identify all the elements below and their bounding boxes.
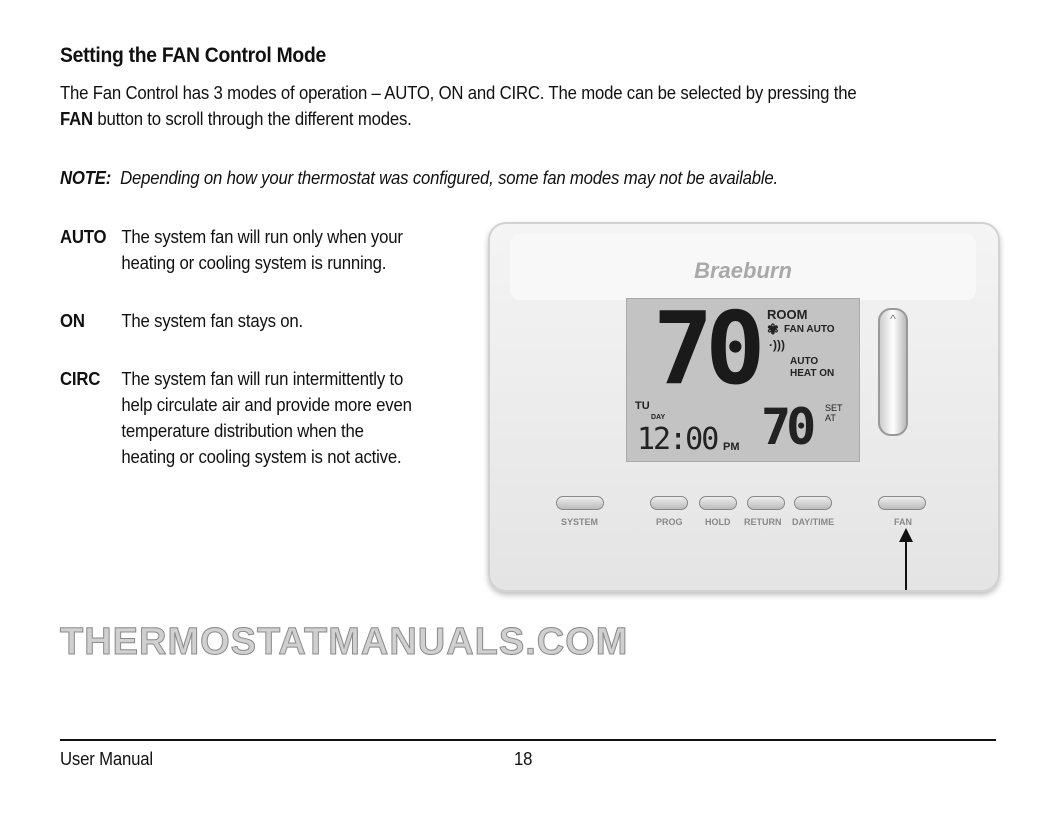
footer-title: User Manual <box>60 749 153 769</box>
ampm-label: PM <box>723 441 740 453</box>
mode-desc: The system fan will run only when your <box>121 227 403 247</box>
watermark: THERMOSTATMANUALS.COM <box>59 621 629 664</box>
up-arrow-icon: ^ <box>890 312 896 326</box>
mode-circ: CIRC The system fan will run intermitten… <box>60 366 412 470</box>
room-label: ROOM <box>767 307 808 322</box>
note-text: Depending on how your thermostat was con… <box>120 168 778 188</box>
intro-line: button to scroll through the different m… <box>92 109 412 129</box>
footer-rule <box>60 739 996 741</box>
brand-logo: Braeburn <box>694 258 792 283</box>
mode-term: CIRC <box>60 369 101 389</box>
intro-line: The Fan Control has 3 modes of operation… <box>60 83 857 103</box>
temperature-rocker: ^ <box>878 308 908 436</box>
mode-auto: AUTO The system fan will run only when y… <box>60 224 403 276</box>
note-label: NOTE: <box>60 168 112 188</box>
fan-mode-label: FAN AUTO <box>784 324 835 335</box>
fan-icon: ✾ <box>767 321 779 337</box>
mode-desc: help circulate air and provide more even <box>121 395 412 415</box>
system-mode-label: AUTO <box>790 356 819 367</box>
fan-term: FAN <box>60 109 93 129</box>
hold-button <box>699 496 737 510</box>
set-label: SET <box>825 403 843 413</box>
button-label: PROG <box>656 517 683 527</box>
mode-desc: The system fan stays on. <box>121 311 304 331</box>
section-heading: Setting the FAN Control Mode <box>60 44 326 67</box>
prog-button <box>650 496 688 510</box>
day-readout: TU <box>635 400 650 412</box>
set-temperature: 70 <box>761 398 816 456</box>
button-label: HOLD <box>705 517 731 527</box>
daytime-button <box>794 496 832 510</box>
mode-desc: temperature distribution when the <box>121 421 364 441</box>
button-label: FAN <box>894 517 912 527</box>
time-readout: 12:00 <box>637 422 719 457</box>
button-label: DAY/TIME <box>792 517 835 527</box>
system-button <box>556 496 604 510</box>
intro-paragraph: The Fan Control has 3 modes of operation… <box>60 80 857 132</box>
mode-on: ON The system fan stays on. <box>60 308 303 334</box>
thermostat-image: Braeburn 70 ROOM ✾ FAN AUTO ·))) AUTO HE… <box>488 222 1000 592</box>
note: NOTE: Depending on how your thermostat w… <box>60 165 778 191</box>
mode-desc: heating or cooling system is running. <box>121 253 387 273</box>
heat-status-label: HEAT ON <box>790 368 835 379</box>
page-number: 18 <box>514 749 533 769</box>
mode-desc: The system fan will run intermittently t… <box>121 369 404 389</box>
lcd-display: 70 ROOM ✾ FAN AUTO ·))) AUTO HEAT ON TU … <box>626 298 860 462</box>
faceplate-top: Braeburn <box>510 234 976 300</box>
fan-button <box>878 496 926 510</box>
room-temperature: 70 <box>653 298 765 407</box>
mode-desc: heating or cooling system is not active. <box>121 447 402 467</box>
wireless-icon: ·))) <box>769 338 785 352</box>
button-label: RETURN <box>744 517 782 527</box>
button-label: SYSTEM <box>561 517 599 527</box>
at-label: AT <box>825 413 836 423</box>
mode-term: ON <box>60 311 85 331</box>
day-label: DAY <box>651 414 666 421</box>
return-button <box>747 496 785 510</box>
pointer-arrow-icon <box>899 528 913 590</box>
mode-term: AUTO <box>60 227 107 247</box>
